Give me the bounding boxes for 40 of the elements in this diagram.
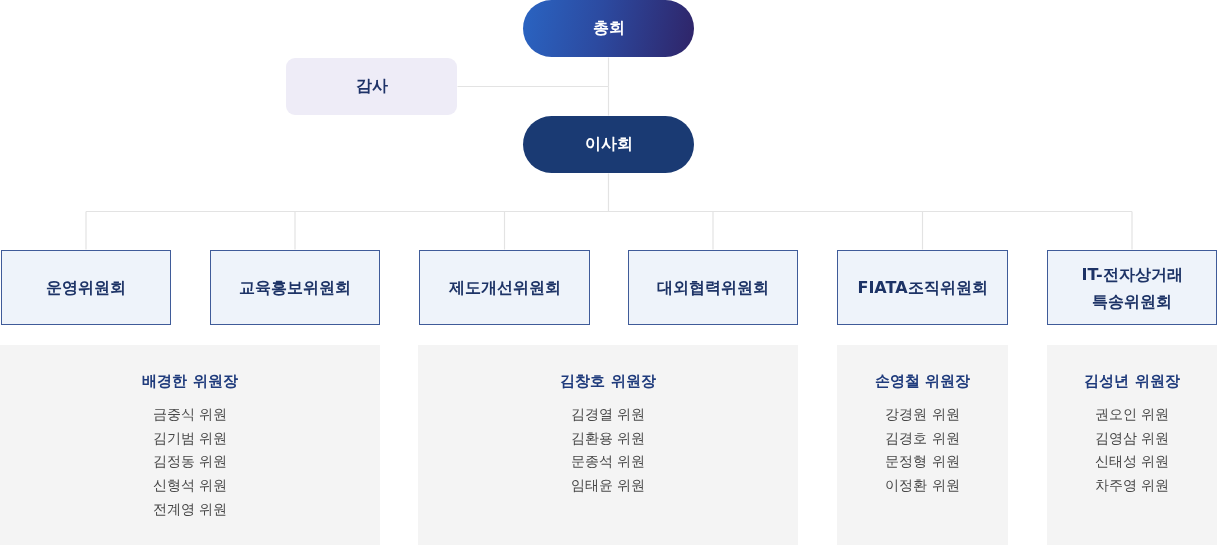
member-name: 김경열 위원 xyxy=(570,405,646,424)
node-label: IT-전자상거래 특송위원회 xyxy=(1080,263,1184,313)
member-name: 신태성 위원 xyxy=(1094,452,1170,472)
rect-box xyxy=(837,250,1008,325)
member-name: 김영삼 위원 xyxy=(1094,428,1170,448)
member-name: 문종석 위원 xyxy=(570,452,646,472)
member-name: 김기범 위원 xyxy=(152,428,228,448)
rect-box xyxy=(1047,250,1217,325)
connector-line xyxy=(85,172,1133,213)
member-name: 강경원 위원 xyxy=(885,405,960,424)
member-name: 김경호 위원 xyxy=(885,428,960,448)
member-name: 권오인 위원 xyxy=(1094,405,1170,424)
node-label: 이사회 xyxy=(584,134,633,155)
member-name: 금중식 위원 xyxy=(152,405,228,424)
member-name: 신형석 위원 xyxy=(152,476,228,496)
rounded-box xyxy=(286,58,457,115)
member-name: 김환용 위원 xyxy=(570,428,646,448)
panel-heading: 손영철 위원장 xyxy=(874,371,971,391)
panel-heading: 김성년 위원장 xyxy=(1084,371,1180,391)
node-label: FIATA조직위원회 xyxy=(857,277,988,299)
node-label: 대외협력위원회 xyxy=(657,277,769,299)
member-name: 전계영 위원 xyxy=(152,499,228,519)
rect-box xyxy=(210,250,380,325)
node-label: 총회 xyxy=(592,18,625,39)
panel-heading: 배경한 위원장 xyxy=(142,371,238,391)
member-name: 임태윤 위원 xyxy=(570,476,646,496)
rect-box xyxy=(419,250,590,325)
pill-box xyxy=(523,0,694,57)
rect-box xyxy=(1,250,171,325)
node-label: 교육홍보위원회 xyxy=(239,277,351,299)
node-label: 운영위원회 xyxy=(46,277,126,299)
member-name: 김정동 위원 xyxy=(152,452,228,472)
member-name: 차주영 위원 xyxy=(1094,476,1170,496)
node-label: 제도개선위원회 xyxy=(448,277,561,299)
node-label: 감사 xyxy=(355,76,388,97)
member-name: 이정환 위원 xyxy=(885,476,960,496)
panel-heading: 김창호 위원장 xyxy=(560,371,656,391)
member-name: 문정형 위원 xyxy=(885,452,960,472)
pill-box xyxy=(523,116,694,173)
rect-box xyxy=(628,250,798,325)
